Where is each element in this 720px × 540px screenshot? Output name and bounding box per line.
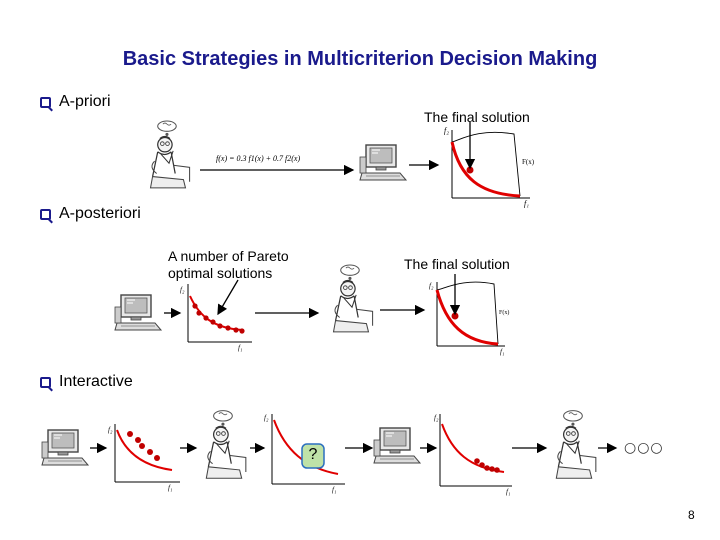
- axis-label-f1: f₁: [332, 486, 336, 494]
- pareto-front-curve: [117, 430, 172, 470]
- thinking-person-icon: [556, 411, 596, 479]
- computer-icon: [374, 428, 420, 463]
- axis-label-f2: f₂: [264, 414, 269, 422]
- chart-final-solution-1: f₂ f₁ F(x): [444, 122, 535, 208]
- ellipsis-icon: ○○○: [624, 440, 664, 456]
- axis-label-f2: f₂: [434, 414, 439, 422]
- chart-interactive-3: f₂ f₁: [434, 414, 512, 496]
- chart-pareto-set: f₂ f₁: [180, 280, 252, 352]
- axis-label-f1: f₁: [524, 199, 529, 208]
- axis-label-f2: f₂: [108, 426, 113, 434]
- curve-label: F(x): [522, 158, 535, 166]
- thinking-person-icon: [206, 411, 246, 479]
- axis-label-f1: f₁: [168, 484, 172, 492]
- pareto-front-curve: [442, 424, 504, 472]
- axis-label-f1: f₁: [500, 348, 504, 356]
- thinking-person-icon: [151, 121, 190, 188]
- axis-label-f1: f₁: [238, 344, 242, 352]
- axis-label-f2: f₂: [180, 286, 185, 294]
- thinking-person-icon: [334, 265, 373, 332]
- pareto-front-curve: [437, 290, 498, 344]
- chart-interactive-1: f₂ f₁: [108, 424, 180, 492]
- curve-label: F(x): [499, 309, 509, 316]
- pareto-points: [192, 303, 244, 333]
- axis-label-f1: f₁: [506, 488, 510, 496]
- computer-icon: [42, 430, 88, 465]
- axis-label-f2: f₂: [444, 126, 449, 135]
- pareto-front-curve: [452, 142, 520, 196]
- computer-icon: [115, 295, 161, 330]
- chart-final-solution-2: f₂ f₁ F(x): [429, 274, 509, 356]
- computer-icon: [360, 145, 406, 180]
- axis-label-f2: f₂: [429, 282, 434, 290]
- question-mark: ?: [302, 446, 324, 464]
- pareto-points: [127, 431, 160, 461]
